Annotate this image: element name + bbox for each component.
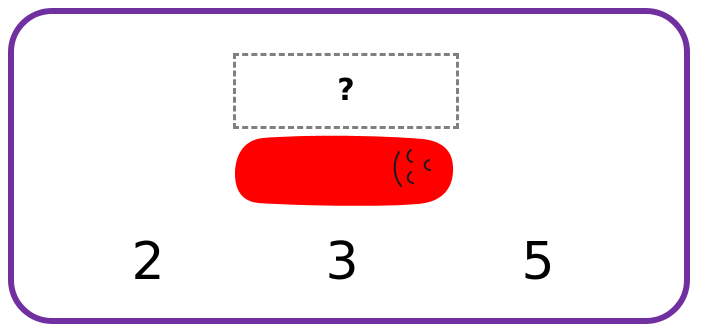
red-number-rod-icon	[235, 135, 454, 206]
option-2[interactable]: 2	[131, 232, 165, 292]
question-mark: ?	[337, 73, 355, 108]
option-3[interactable]: 3	[325, 232, 359, 292]
answer-drop-slot[interactable]: ?	[233, 53, 459, 129]
option-5[interactable]: 5	[521, 232, 555, 292]
